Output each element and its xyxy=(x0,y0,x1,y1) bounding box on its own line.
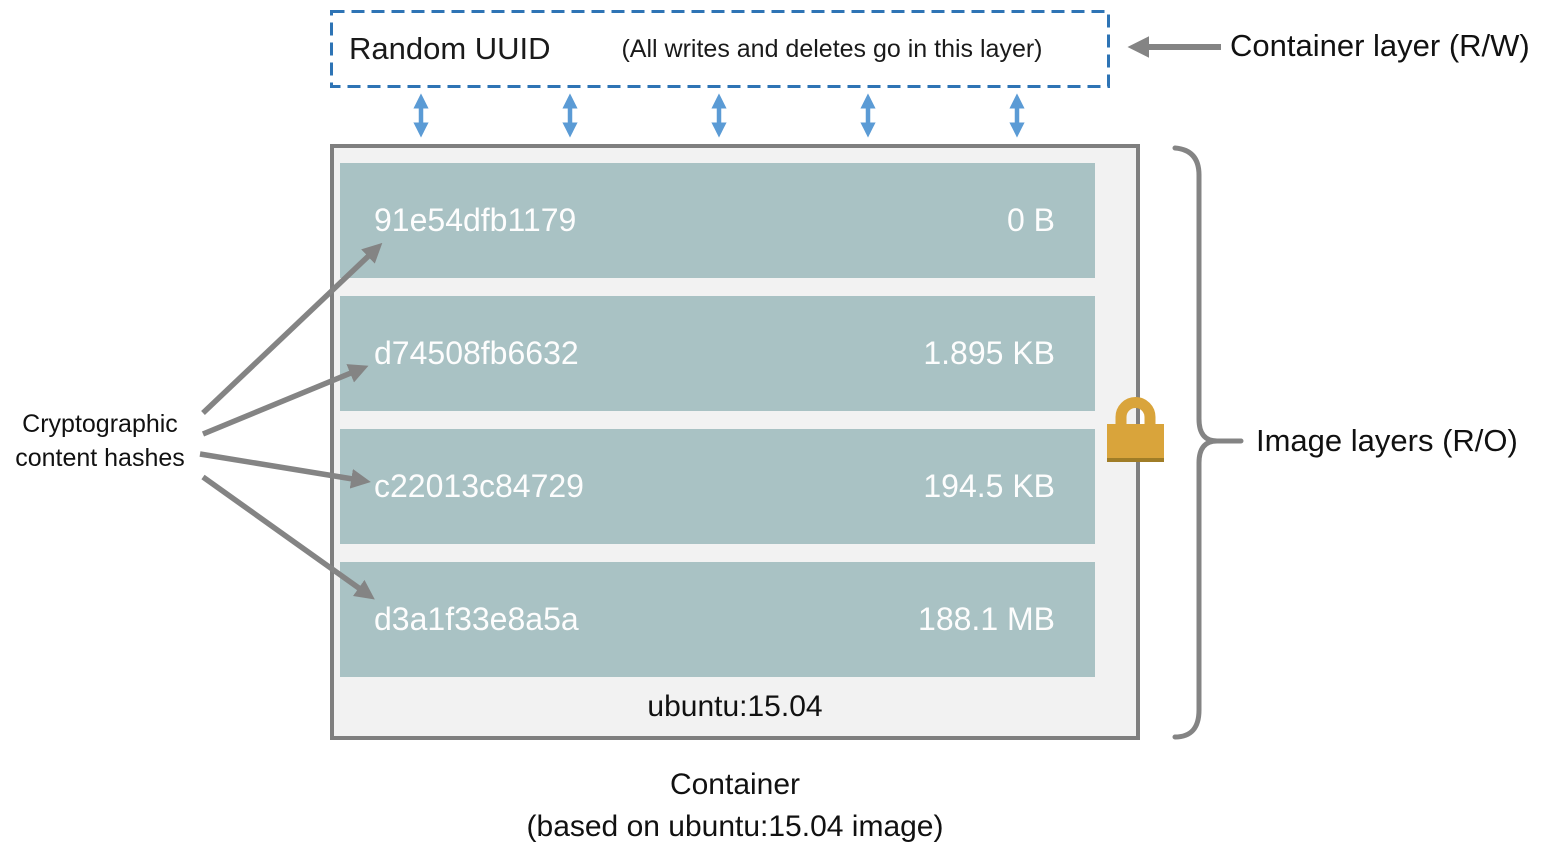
image-layer-row: 91e54dfb1179 0 B xyxy=(340,163,1095,278)
image-layers-brace xyxy=(1172,145,1218,740)
random-uuid-label: Random UUID xyxy=(349,31,551,66)
caption-line2: (based on ubuntu:15.04 image) xyxy=(526,810,944,843)
image-layer-row: c22013c84729 194.5 KB xyxy=(340,429,1095,544)
layer-hash: 91e54dfb1179 xyxy=(374,202,577,238)
container-caption: Container (based on ubuntu:15.04 image) xyxy=(330,764,1140,848)
layer-stack: 91e54dfb1179 0 B d74508fb6632 1.895 KB c… xyxy=(340,163,1095,695)
base-image-label: ubuntu:15.04 xyxy=(647,690,823,723)
image-layers-callout: Image layers (R/O) xyxy=(1256,423,1518,458)
layer-size: 1.895 KB xyxy=(923,335,1055,371)
caption-line1: Container xyxy=(669,768,801,801)
image-layer-row: d74508fb6632 1.895 KB xyxy=(340,296,1095,411)
crypto-hashes-line1: Cryptographic xyxy=(22,410,178,438)
crypto-hashes-callout: Cryptographic content hashes xyxy=(0,407,200,475)
writes-deletes-note: (All writes and deletes go in this layer… xyxy=(621,35,1043,63)
container-layer-callout: Container layer (R/W) xyxy=(1230,28,1530,63)
crypto-hashes-line2: content hashes xyxy=(15,444,185,472)
layer-size: 194.5 KB xyxy=(923,468,1055,504)
layer-hash: d74508fb6632 xyxy=(374,335,579,371)
layer-hash: c22013c84729 xyxy=(374,468,584,504)
image-layer-row: d3a1f33e8a5a 188.1 MB xyxy=(340,562,1095,677)
layer-hash: d3a1f33e8a5a xyxy=(374,601,579,637)
layer-size: 0 B xyxy=(1006,202,1055,238)
container-layer-box: Random UUID (All writes and deletes go i… xyxy=(330,10,1110,88)
image-layers-container: 91e54dfb1179 0 B d74508fb6632 1.895 KB c… xyxy=(330,144,1140,740)
layer-size: 188.1 MB xyxy=(918,601,1055,637)
sync-arrows-group xyxy=(413,93,1025,138)
